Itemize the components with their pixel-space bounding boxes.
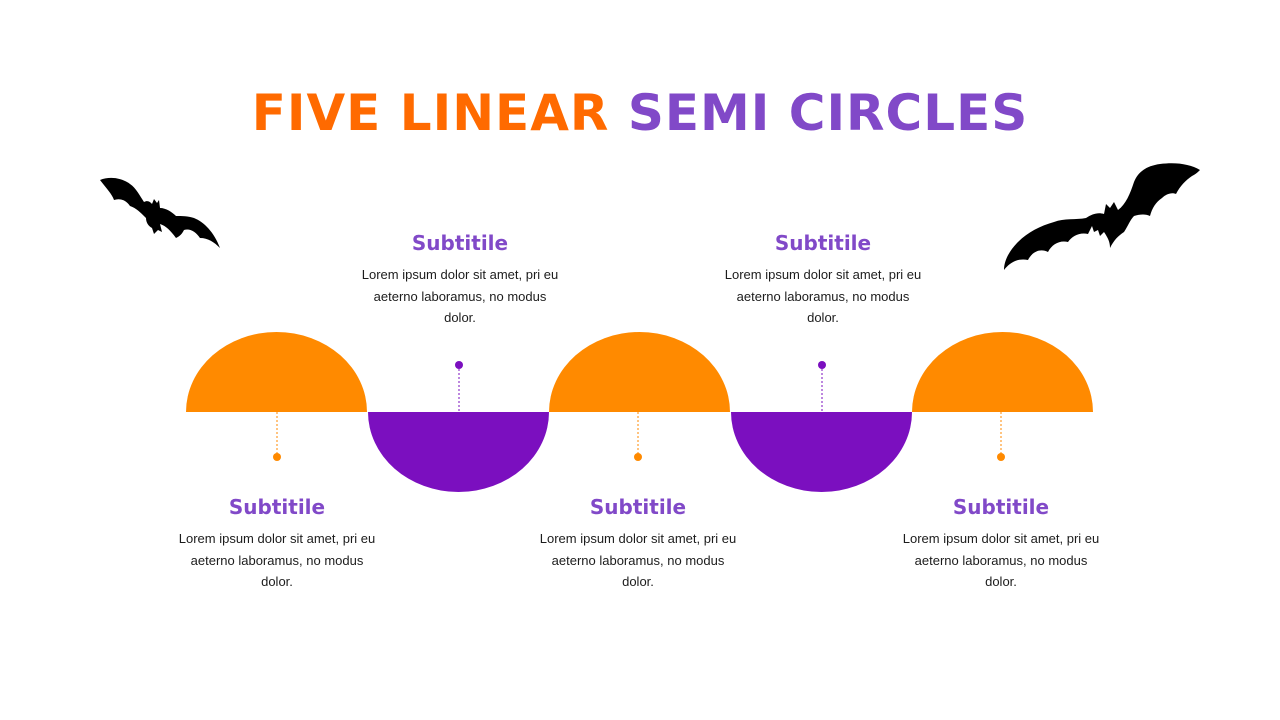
semi-circle-2 xyxy=(368,412,549,492)
slide-title: FIVE LINEAR SEMI CIRCLES xyxy=(0,78,1280,148)
step-subtitle: Subtitile xyxy=(952,495,1050,519)
step-description: Lorem ipsum dolor sit amet, pri eu aeter… xyxy=(724,267,922,325)
bat-icon xyxy=(100,177,220,248)
connector-dot-4 xyxy=(818,361,826,369)
step-subtitle: Subtitile xyxy=(774,231,872,255)
step-caption-5: Subtitile Lorem ipsum dolor sit amet, pr… xyxy=(901,494,1101,593)
step-description: Lorem ipsum dolor sit amet, pri eu aeter… xyxy=(902,531,1100,589)
semi-circle-3 xyxy=(549,332,730,412)
step-caption-1: Subtitile Lorem ipsum dolor sit amet, pr… xyxy=(177,494,377,593)
semi-circle-4 xyxy=(731,412,912,492)
semi-circle-1 xyxy=(186,332,367,412)
connector-dot-3 xyxy=(634,453,642,461)
title-part-orange: FIVE LINEAR xyxy=(251,84,610,142)
step-subtitle: Subtitile xyxy=(228,495,326,519)
connector-dot-1 xyxy=(273,453,281,461)
step-caption-2: Subtitile Lorem ipsum dolor sit amet, pr… xyxy=(360,230,560,329)
title-part-purple: SEMI CIRCLES xyxy=(627,84,1029,142)
step-description: Lorem ipsum dolor sit amet, pri eu aeter… xyxy=(539,531,737,589)
step-subtitle: Subtitile xyxy=(411,231,509,255)
connector-dot-2 xyxy=(455,361,463,369)
semi-circle-5 xyxy=(912,332,1093,412)
connector-dot-5 xyxy=(997,453,1005,461)
step-subtitle: Subtitile xyxy=(589,495,687,519)
step-description: Lorem ipsum dolor sit amet, pri eu aeter… xyxy=(178,531,376,589)
bat-icon xyxy=(1004,163,1200,270)
step-caption-4: Subtitile Lorem ipsum dolor sit amet, pr… xyxy=(723,230,923,329)
step-description: Lorem ipsum dolor sit amet, pri eu aeter… xyxy=(361,267,559,325)
step-caption-3: Subtitile Lorem ipsum dolor sit amet, pr… xyxy=(538,494,738,593)
